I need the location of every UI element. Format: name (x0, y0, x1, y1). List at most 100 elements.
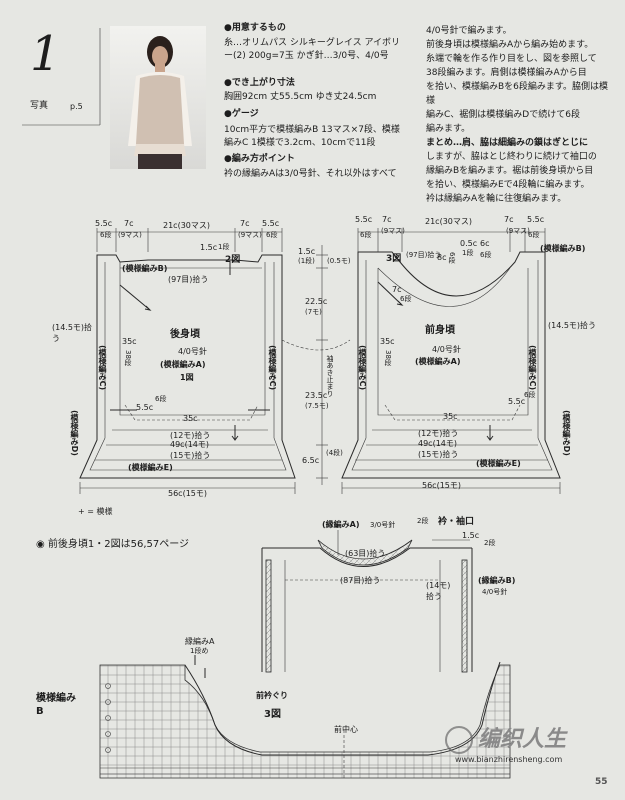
front-neck-05: 0.5c (460, 239, 478, 248)
front-side-pick: (14.5モ)拾う (548, 321, 597, 330)
back-rows: 38段 (124, 350, 132, 366)
back-top-dim: 7c (240, 219, 250, 228)
back-fig-ref: 2図 (225, 255, 241, 265)
collar-rows-a: 2段 (417, 517, 429, 525)
materials-title: ●用意するもの (224, 23, 286, 33)
front-neck-6r2: 6段 (480, 251, 492, 259)
method-line: 4/0号針で編みます。 (426, 26, 512, 36)
front-top-sub: 6段 (360, 231, 372, 239)
collar-needle-b: 4/0号針 (482, 588, 508, 596)
front-pattern-c-left: (模様編みC) (358, 345, 367, 391)
back-pattern-d: (模様編みD) (70, 410, 79, 456)
collar-top-2: 2段 (484, 539, 496, 547)
front-bottom: 56c(15モ) (422, 481, 461, 490)
method-title: ●編み方ポイント (224, 154, 295, 164)
front-pick-12: (12モ)拾う (418, 429, 459, 438)
center-dim: (7.5モ) (305, 402, 329, 410)
back-top-dim: 5.5c (95, 219, 113, 228)
back-title: 後身頃 (170, 329, 200, 340)
back-pick-15: (15モ)拾う (170, 451, 211, 460)
back-body-outline (79, 254, 296, 479)
back-top-sub: (9マス) (118, 231, 142, 239)
back-fig1: 1図 (180, 373, 194, 382)
photo-page: p.5 (70, 102, 83, 111)
method-line: 縁編みBを編みます。裾は前後身頃から目 (426, 166, 594, 176)
center-dim: 22.5c (305, 297, 328, 306)
method-line: 編みます。 (426, 124, 471, 134)
method-line: 糸端で輪を作る作り目をし、図を参照して (426, 54, 597, 64)
back-pattern-c-left: (模様編みC) (98, 345, 107, 391)
front-top-dim: 21c(30マス) (425, 217, 472, 226)
watermark-brand: 编织人生 (478, 726, 567, 752)
collar-needle-a: 3/0号針 (370, 521, 396, 529)
collar-title: 衿・袖口 (438, 517, 475, 527)
front-top-dim: 7c (504, 215, 514, 224)
watermark-swirl-icon (445, 726, 473, 754)
front-dec-7c: 7c (392, 285, 402, 294)
front-pattern-e: (模様編みE) (476, 459, 521, 468)
back-width-35: 35c (183, 414, 198, 423)
back-top-dim: 7c (124, 219, 134, 228)
collar-pick-14: (14モ)拾う (426, 581, 451, 601)
front-height: 35c (380, 337, 395, 346)
center-dim: 23.5c (305, 391, 328, 400)
front-top-sub: 6段 (528, 231, 540, 239)
chart-side-b: 模様編みB (36, 693, 76, 717)
front-title: 前身頃 (425, 325, 455, 336)
center-dim: (0.5モ) (327, 257, 351, 265)
collar-pick-87: (87目)拾う (340, 576, 381, 585)
collar-pattern-b: (縁編みB) (478, 576, 516, 585)
front-top-sub: (9マス) (506, 227, 530, 235)
gauge-text: 10cm平方で模様編みB 13マス×7段、模様編みC 1模様で3.2cm、10c… (224, 125, 400, 148)
back-top-sub: 6段 (266, 231, 278, 239)
method-line: 編みC、裾側は模様編みDで続けて6段 (426, 110, 580, 120)
back-pattern-a: (模様編みA) (160, 360, 206, 369)
page-ref: ◉ 前後身頃1・2図は56,57ページ (36, 539, 190, 550)
front-neck-6r: 6段 (448, 252, 456, 264)
front-top-sub: (9マス) (381, 227, 405, 235)
front-neck-pick: (97目)拾う (406, 251, 442, 259)
front-neck-6c: 6c (480, 239, 490, 248)
chart-edge-a: 縁編みA (185, 637, 215, 646)
collar-top-15: 1.5c (462, 531, 480, 540)
front-top-dim: 7c (382, 215, 392, 224)
gauge-title: ●ゲージ (224, 109, 259, 119)
chart-center: 前中心 (334, 725, 358, 734)
method-right-column: 4/0号針で編みます。 前後身頃は模様編みAから編み始めます。 糸端で輪を作る作… (426, 24, 616, 206)
front-pick-15: (15モ)拾う (418, 450, 459, 459)
collar-pattern-a: (縁編みA) (322, 520, 360, 529)
photo-label: 写真 (30, 101, 49, 111)
front-top-dim: 5.5c (355, 215, 373, 224)
front-rows: 38段 (384, 350, 392, 366)
center-dim: (7モ) (305, 308, 322, 316)
watermark-url: www.bianzhirensheng.com (455, 755, 563, 764)
front-width-49: 49c(14モ) (418, 439, 457, 448)
back-pattern-e: (模様編みE) (128, 463, 173, 472)
front-needle: 4/0号針 (432, 345, 461, 354)
front-dec-6r: 6段 (400, 295, 412, 303)
method-line: 38段編みます。肩側は模様編みAから目 (426, 68, 587, 78)
back-top-dim: 21c(30マス) (163, 221, 210, 230)
back-pick-12: (12モ)拾う (170, 431, 211, 440)
back-pick-97: (97目)拾う (168, 275, 209, 284)
center-dim: 1.5c (298, 247, 316, 256)
back-neck-drop: 1.5c (200, 243, 218, 252)
method-line: を拾い、模様編みEで4段輪に編みます。 (426, 180, 590, 190)
front-dec-55: 5.5c (508, 397, 526, 406)
center-dim: (4段) (326, 449, 343, 457)
page-number: 55 (595, 777, 608, 787)
size-text: 胸囲92cm 丈55.5cm ゆき丈24.5cm (224, 92, 377, 102)
back-top-dim: 5.5c (262, 219, 280, 228)
method-line: まとめ…肩、脇は細編みの鎖はぎとじに (426, 138, 589, 148)
front-width-35: 35c (443, 412, 458, 421)
front-pattern-b: (模様編みB) (540, 244, 586, 253)
back-needle: 4/0号針 (178, 347, 207, 356)
front-neck-1: 1段 (462, 249, 474, 257)
collar-diagram (261, 530, 473, 673)
method-line: を拾い、模様編みBを6段編みます。脇側は模様 (426, 82, 609, 106)
size-title: ●でき上がり寸法 (224, 78, 295, 88)
front-top-dim: 5.5c (527, 215, 545, 224)
front-pattern-d: (模様編みD) (562, 410, 571, 456)
